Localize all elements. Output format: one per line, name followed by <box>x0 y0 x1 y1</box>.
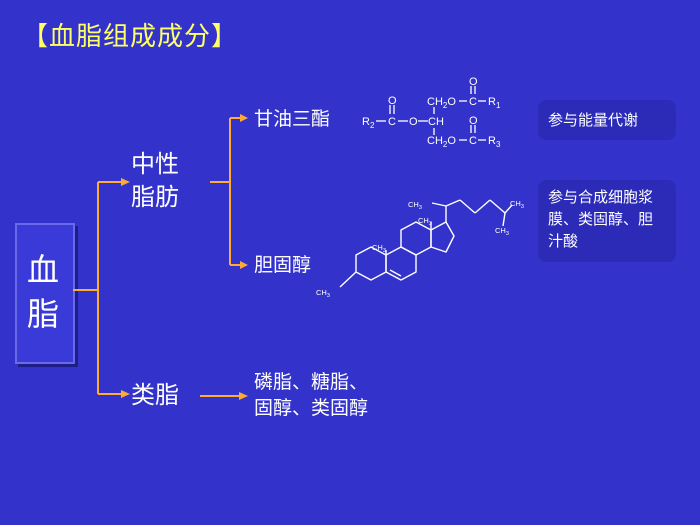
arrow-neutral-fat <box>121 178 130 186</box>
tg-r3: R3 <box>488 135 501 149</box>
chol-ch3-a: CH3 <box>408 200 422 211</box>
chol-ch3-b: CH3 <box>418 216 432 227</box>
page-title: 【血脂组成成分】 <box>22 22 239 52</box>
root-label-line2: 脂 <box>26 295 59 333</box>
root-label: 血 脂 <box>18 248 68 336</box>
tg-o-link: O <box>409 116 418 128</box>
arrow-triglyceride <box>240 114 248 122</box>
chol-ch3-d: CH3 <box>316 288 330 299</box>
arrow-cholesterol <box>240 261 248 269</box>
lipoid-label: 类脂 <box>131 381 179 409</box>
neutral-fat-label: 中性 脂肪 <box>131 148 179 214</box>
ring-c <box>400 221 432 256</box>
root-box <box>15 223 75 364</box>
lipoid-items-line2: 固醇、类固醇 <box>254 397 369 419</box>
tg-c-bottom: C <box>469 135 477 147</box>
note-synthesis: 参与合成细胞浆膜、类固醇、胆汁酸 <box>538 180 676 262</box>
neutral-fat-line1: 中性 <box>131 150 179 178</box>
tg-o-top: O <box>469 76 478 88</box>
tg-c-mid: C <box>388 116 396 128</box>
tg-ch2o-top: CH2O <box>427 96 456 110</box>
chol-ch3-c: CH3 <box>372 243 386 254</box>
tg-c-top: C <box>469 96 477 108</box>
tg-ch2o-bottom: CH2O <box>427 135 456 149</box>
tg-ch: CH <box>428 116 444 128</box>
tg-r1: R1 <box>488 96 501 110</box>
triglyceride-label: 甘油三酯 <box>254 108 331 130</box>
root-label-line1: 血 <box>26 251 59 289</box>
chol-ch3-e: CH3 <box>510 199 524 210</box>
lipoid-items-line1: 磷脂、糖脂、 <box>254 371 369 393</box>
lipoid-items: 磷脂、糖脂、 固醇、类固醇 <box>254 369 368 421</box>
arrow-lipoid <box>121 390 130 398</box>
tg-o-mid: O <box>388 95 397 107</box>
ring-d <box>430 221 455 253</box>
arrow-lipoid-items <box>239 392 248 400</box>
cholesterol-label: 胆固醇 <box>254 254 312 276</box>
tg-r2: R2 <box>362 116 375 130</box>
chol-ch3-f: CH3 <box>495 226 509 237</box>
tg-o-bottom: O <box>469 115 478 127</box>
note-energy: 参与能量代谢 <box>538 100 676 140</box>
neutral-fat-line2: 脂肪 <box>131 183 179 211</box>
